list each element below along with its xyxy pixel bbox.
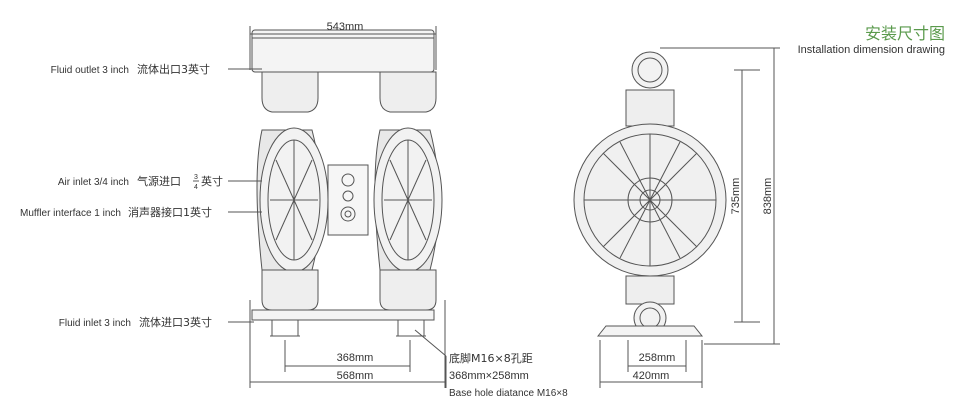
- muffler-label-en: Muffler interface 1 inch: [20, 208, 121, 219]
- dim-top-width: 543mm: [327, 21, 364, 33]
- muffler-label-cn: 消声器接口1英寸: [128, 205, 212, 219]
- fluid-outlet-label-en: Fluid outlet 3 inch: [51, 65, 129, 76]
- base-hole-label-en: Base hole diatance M16×8: [449, 388, 568, 399]
- base-hole-size: 368mm×258mm: [449, 370, 529, 382]
- side-dimension-lines: [599, 47, 780, 388]
- fluid-outlet-label-cn: 流体出口3英寸: [137, 62, 210, 76]
- air-inlet-label-en: Air inlet 3/4 inch: [58, 177, 129, 188]
- dim-height-total: 838mm: [762, 178, 774, 215]
- dim-foot-spacing: 368mm: [337, 352, 374, 364]
- air-inlet-fraction-denominator: 4: [194, 184, 198, 191]
- front-view-pump: [251, 29, 443, 337]
- dim-side-foot-spacing: 258mm: [639, 352, 676, 364]
- air-inlet-fraction-numerator: 3: [194, 174, 198, 181]
- fluid-inlet-label-en: Fluid inlet 3 inch: [59, 318, 131, 329]
- fluid-inlet-label-cn: 流体进口3英寸: [139, 315, 212, 329]
- callout-leaders: [228, 68, 447, 388]
- front-dimension-lines: [249, 26, 446, 388]
- air-inlet-label-unit: 英寸: [201, 174, 223, 188]
- air-inlet-label-cn: 气源进口: [137, 174, 181, 188]
- drawing-title-cn: 安装尺寸图: [864, 24, 945, 43]
- drawing-title-en: Installation dimension drawing: [797, 44, 945, 56]
- side-view-pump: [573, 51, 727, 337]
- dim-side-base-width: 420mm: [633, 370, 670, 382]
- dim-height-inner: 735mm: [730, 178, 742, 215]
- dim-base-width: 568mm: [337, 370, 374, 382]
- base-hole-label-cn: 底脚M16×8孔距: [449, 351, 533, 365]
